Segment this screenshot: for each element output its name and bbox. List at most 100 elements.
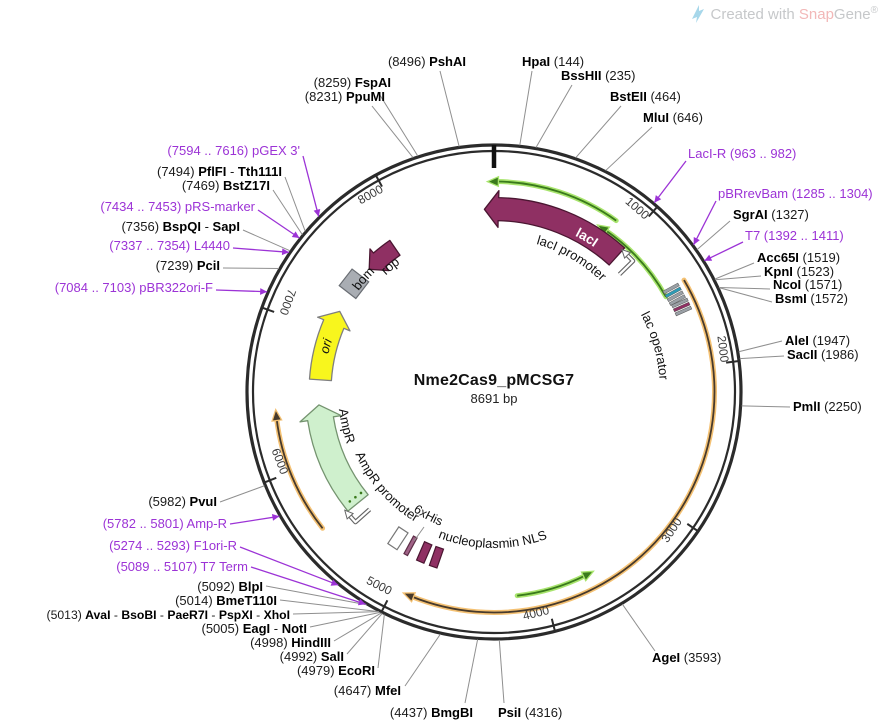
svg-text:SgrAI (1327): SgrAI (1327)	[733, 207, 809, 222]
site-label-hpal[interactable]: HpaI (144)	[519, 54, 584, 146]
site-label-mlul[interactable]: MluI (646)	[605, 110, 703, 171]
tick-label-3000: 3000	[658, 515, 685, 545]
site-label-alel[interactable]: AleI (1947)	[738, 333, 850, 353]
ori-label: ori	[317, 336, 336, 355]
svg-text:BssHII (235): BssHII (235)	[561, 68, 635, 83]
site-label-bsml[interactable]: BsmI (1572)	[718, 287, 848, 306]
orf-arrow-top-outer[interactable]	[485, 175, 619, 224]
svg-text:(7337 .. 7354) L4440: (7337 .. 7354) L4440	[109, 238, 230, 253]
site-label-agel[interactable]: AgeI (3593)	[621, 603, 721, 665]
svg-text:SacII (1986): SacII (1986)	[787, 347, 859, 362]
svg-text:(8231) PpuMI: (8231) PpuMI	[305, 89, 385, 104]
site-label-amp-r[interactable]: (5782 .. 5801) Amp-R	[103, 514, 280, 531]
site-label-fspal[interactable]: (8259) FspAI	[314, 75, 419, 157]
svg-text:(7239) PciI: (7239) PciI	[156, 258, 220, 273]
site-label-eagl-notl[interactable]: (5005) EagI - NotI	[201, 611, 381, 636]
site-label-ecorl[interactable]: (4979) EcoRI	[297, 614, 385, 678]
ampr-label: AmpR	[336, 408, 358, 446]
site-label-blpl[interactable]: (5092) BlpI	[197, 579, 367, 606]
site-label-pbr322ori-f[interactable]: (7084 .. 7103) pBR322ori-F	[55, 280, 268, 295]
site-label-ppuml[interactable]: (8231) PpuMI	[305, 89, 414, 158]
svg-text:(7494) PflFI - Tth111I: (7494) PflFI - Tth111I	[157, 164, 282, 179]
site-label-l4440[interactable]: (7337 .. 7354) L4440	[109, 238, 290, 256]
svg-text:(4647) MfeI: (4647) MfeI	[334, 683, 401, 698]
lacI-cds[interactable]	[483, 190, 626, 266]
lacI-promoter-glyph[interactable]	[608, 247, 636, 276]
his6-box[interactable]	[387, 526, 409, 551]
orf-arrow-top-inner[interactable]	[596, 224, 669, 300]
svg-text:HpaI (144): HpaI (144)	[522, 54, 584, 69]
bom-box[interactable]	[338, 268, 370, 300]
site-label-acc65l[interactable]: Acc65I (1519)	[714, 250, 840, 280]
site-label-sgral[interactable]: SgrAI (1327)	[696, 207, 809, 251]
site-label-pshal[interactable]: (8496) PshAI	[388, 54, 466, 147]
site-label-kpnl[interactable]: KpnI (1523)	[715, 264, 834, 281]
svg-text:(7356) BspQI - SapI: (7356) BspQI - SapI	[121, 219, 240, 234]
sixhis-label: 6xHis	[411, 502, 445, 529]
svg-text:(5013) AvaI - BsoBI - PaeR7I -: (5013) AvaI - BsoBI - PaeR7I - PspXI - X…	[47, 608, 290, 622]
svg-text:Acc65I (1519): Acc65I (1519)	[757, 250, 840, 265]
svg-text:pBRrevBam (1285 .. 1304): pBRrevBam (1285 .. 1304)	[718, 186, 873, 201]
site-label-bstz17l[interactable]: (7469) BstZ17I	[182, 178, 303, 235]
snapgene-watermark: Created with SnapGene®	[691, 5, 878, 23]
svg-text:PsiI (4316): PsiI (4316)	[498, 705, 562, 720]
site-label-f1ori-r[interactable]: (5274 .. 5293) F1ori-R	[109, 538, 339, 586]
svg-text:KpnI (1523): KpnI (1523)	[764, 264, 834, 279]
svg-text:(5092) BlpI: (5092) BlpI	[197, 579, 263, 594]
site-label-sall[interactable]: (4992) SalI	[280, 613, 383, 664]
his6-slab[interactable]	[403, 535, 418, 557]
ampr-cds[interactable]	[299, 404, 369, 512]
site-label-ncol[interactable]: NcoI (1571)	[718, 277, 842, 292]
svg-text:BstEII (464): BstEII (464)	[610, 89, 681, 104]
site-label-bmgbl[interactable]: (4437) BmgBI	[390, 639, 479, 720]
site-label-pcil[interactable]: (7239) PciI	[156, 258, 279, 273]
site-label-t7-term[interactable]: (5089 .. 5107) T7 Term	[116, 559, 366, 606]
svg-text:(4998) HindIII: (4998) HindIII	[250, 635, 331, 650]
svg-text:(7084 .. 7103) pBR322ori-F: (7084 .. 7103) pBR322ori-F	[55, 280, 213, 295]
site-label-bsshll[interactable]: BssHII (235)	[535, 68, 636, 148]
svg-text:PmlI (2250): PmlI (2250)	[793, 399, 862, 414]
svg-text:(5014) BmeT110I: (5014) BmeT110I	[175, 593, 277, 608]
svg-text:LacI-R (963 .. 982): LacI-R (963 .. 982)	[688, 146, 796, 161]
svg-text:(5982) PvuI: (5982) PvuI	[148, 494, 217, 509]
site-label-pgex-3[interactable]: (7594 .. 7616) pGEX 3'	[167, 143, 321, 217]
svg-text:NcoI (1571): NcoI (1571)	[773, 277, 842, 292]
site-label-lacl-r[interactable]: LacI-R (963 .. 982)	[653, 146, 796, 204]
site-label-pflfl-tth111l[interactable]: (7494) PflFI - Tth111I	[157, 164, 306, 232]
svg-text:(5089 .. 5107) T7 Term: (5089 .. 5107) T7 Term	[116, 559, 248, 574]
site-label-t7[interactable]: T7 (1392 .. 1411)	[704, 228, 844, 262]
tick-label-6000: 6000	[269, 446, 292, 476]
tick-label-7000: 7000	[276, 287, 298, 317]
svg-text:(5782 .. 5801) Amp-R: (5782 .. 5801) Amp-R	[103, 516, 227, 531]
tick-label-4000: 4000	[521, 603, 551, 623]
cds-arc-main[interactable]	[401, 277, 717, 615]
site-label-sacll[interactable]: SacII (1986)	[739, 347, 859, 362]
nls-slab-2[interactable]	[428, 545, 445, 569]
site-label-bmet110l[interactable]: (5014) BmeT110I	[175, 593, 379, 613]
site-label-prs-marker[interactable]: (7434 .. 7453) pRS-marker	[100, 199, 300, 239]
ampr-promoter-glyph[interactable]	[342, 498, 372, 525]
site-label-aval-group[interactable]: (5013) AvaI - BsoBI - PaeR7I - PspXI - X…	[47, 608, 379, 622]
tick-label-5000: 5000	[364, 573, 394, 598]
nls-slab-1[interactable]	[415, 540, 433, 565]
site-label-mfel[interactable]: (4647) MfeI	[334, 633, 441, 698]
cds-arc-ampr[interactable]	[271, 407, 326, 531]
svg-text:(4979) EcoRI: (4979) EcoRI	[297, 663, 375, 678]
site-label-bspql-sapl[interactable]: (7356) BspQI - SapI	[121, 219, 291, 252]
site-label-psil[interactable]: PsiI (4316)	[498, 639, 562, 720]
svg-text:(7434 .. 7453) pRS-marker: (7434 .. 7453) pRS-marker	[100, 199, 255, 214]
rop-cds[interactable]	[368, 239, 401, 272]
site-label-pmll[interactable]: PmlI (2250)	[741, 399, 862, 414]
orf-arrow-bottom[interactable]	[514, 570, 595, 599]
lac-operator-glyph-1[interactable]	[662, 282, 686, 306]
sixhis-leader	[413, 526, 425, 542]
site-label-hindlll[interactable]: (4998) HindIII	[250, 612, 382, 650]
ori-feature[interactable]	[308, 310, 351, 382]
site-label-pbrrevbam[interactable]: pBRrevBam (1285 .. 1304)	[693, 186, 873, 246]
lac-operator-glyph-2[interactable]	[671, 297, 693, 317]
site-label-bstell[interactable]: BstEII (464)	[575, 89, 681, 159]
site-label-pvul[interactable]: (5982) PvuI	[148, 485, 265, 509]
svg-text:MluI (646): MluI (646)	[643, 110, 703, 125]
